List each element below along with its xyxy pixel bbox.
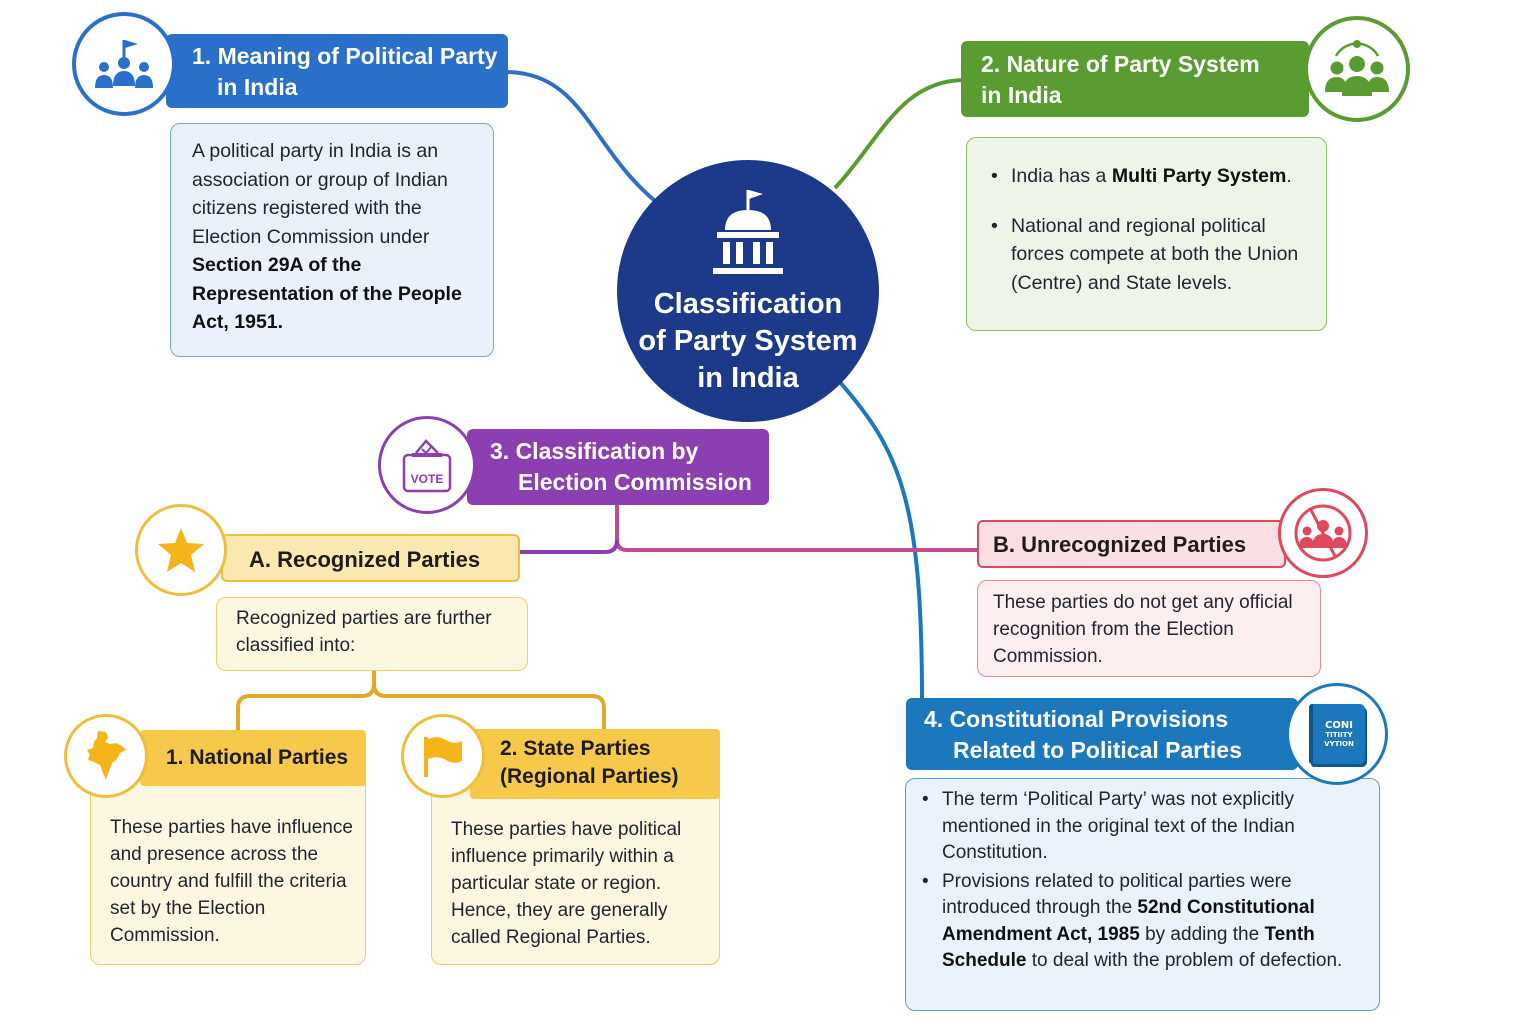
section1-text: A political party in India is an associa…: [192, 140, 448, 248]
section1-text-box: A political party in India is an associa…: [170, 123, 494, 357]
recognized-text-box: Recognized parties are further classifie…: [216, 597, 528, 671]
vote-label: VOTE: [410, 472, 444, 486]
section2-text-box: India has a Multi Party System. National…: [966, 137, 1327, 331]
recognized-title-text: A. Recognized Parties: [249, 547, 481, 572]
section1-icon-circle: [72, 12, 176, 116]
flag-icon: [424, 737, 462, 777]
unrecognized-title-text: B. Unrecognized Parties: [993, 532, 1247, 557]
section3-title-line: 3. Classification by: [490, 438, 699, 464]
people-flag-icon: [95, 40, 153, 88]
center-title: Classification of Party System in India: [638, 286, 857, 397]
section4-bullet2-end: to deal with the problem of defection.: [1026, 950, 1343, 971]
section2-bullet1-bold: Multi Party System: [1111, 165, 1287, 187]
section1-title: 1. Meaning of Political Party in India: [166, 34, 508, 108]
unrecognized-title: B. Unrecognized Parties: [977, 520, 1286, 568]
section4-bullets: The term ‘Political Party’ was not expli…: [922, 787, 1371, 975]
unrecognized-text-box: These parties do not get any official re…: [977, 580, 1321, 677]
book-text-line: CONI: [1325, 719, 1353, 731]
recognized-title: A. Recognized Parties: [221, 534, 520, 582]
section2-title-line: 2. Nature of Party System: [981, 51, 1260, 77]
center-title-line: of Party System: [638, 324, 858, 357]
section2-title-line: in India: [981, 82, 1062, 108]
center-node: Classification of Party System in India: [617, 160, 879, 422]
section4-text-box: The term ‘Political Party’ was not expli…: [905, 778, 1380, 1011]
no-group-icon: [1294, 504, 1352, 562]
national-icon-circle: [64, 714, 148, 798]
star-icon: [158, 528, 204, 572]
group-icon: [1325, 40, 1389, 96]
connector-section3-down: [615, 500, 980, 552]
section4-bullet2-mid: by adding the: [1139, 923, 1265, 945]
section4-bullet2-text: Provisions related to political parties …: [942, 870, 1292, 919]
section4-title: 4. Constitutional Provisions Related to …: [906, 698, 1298, 770]
state-icon-circle: [401, 714, 485, 798]
ballot-box-icon: [402, 439, 452, 493]
section2-bullet1-text: India has a: [1011, 165, 1112, 187]
section2-bullet1-end: .: [1286, 165, 1292, 187]
section4-title-line: Related to Political Parties: [953, 737, 1242, 763]
state-text: These parties have political influence p…: [451, 819, 682, 948]
recognized-icon-circle: [135, 504, 227, 596]
center-title-line: in India: [697, 361, 799, 394]
state-title-line: 2. State Parties: [500, 737, 651, 760]
national-title-text: 1. National Parties: [166, 746, 349, 769]
section4-bullet2-bold2: Tenth Schedule: [942, 923, 1315, 972]
national-title: 1. National Parties: [140, 730, 366, 786]
section1-text-bold: Section 29A of the Representation of the…: [192, 254, 462, 333]
state-title: 2. State Parties (Regional Parties): [470, 729, 720, 799]
recognized-text: Recognized parties are further classifie…: [236, 608, 492, 656]
section2-icon-circle: [1304, 16, 1410, 122]
section3-title-line: Election Commission: [518, 469, 752, 495]
section3-title: 3. Classification by Election Commission: [467, 429, 769, 505]
national-text: These parties have influence and presenc…: [110, 817, 353, 946]
section1-title-line: in India: [217, 74, 298, 100]
connector-split: [236, 670, 606, 730]
section4-bullet2-bold1: 52nd Constitutional Amendment Act, 1985: [942, 897, 1315, 945]
constitution-book-icon: CONI TITIITY VYTION: [1309, 704, 1365, 764]
unrecognized-icon-circle: [1278, 488, 1368, 578]
state-title-line: (Regional Parties): [500, 765, 679, 788]
section2-bullet-1: India has a Multi Party System.: [991, 162, 1310, 191]
book-text-line: VYTION: [1324, 739, 1354, 748]
section4-bullet1-text: The term ‘Political Party’ was not expli…: [942, 789, 1295, 863]
section2-title: 2. Nature of Party System in India: [961, 41, 1309, 117]
section4-title-line: 4. Constitutional Provisions: [924, 706, 1229, 732]
book-text-line: TITIITY: [1325, 730, 1353, 739]
section3-icon-circle: VOTE: [378, 416, 476, 514]
section1-title-line: 1. Meaning of Political Party: [192, 43, 498, 69]
section4-bullet-2: Provisions related to political parties …: [922, 869, 1371, 975]
unrecognized-text: These parties do not get any official re…: [993, 592, 1293, 667]
center-title-line: Classification: [653, 287, 843, 320]
section4-bullet-1: The term ‘Political Party’ was not expli…: [922, 787, 1371, 867]
connector-section1: [504, 70, 662, 207]
section2-bullets: India has a Multi Party System. National…: [991, 162, 1310, 298]
section2-bullet2-text: National and regional political forces c…: [1011, 214, 1299, 294]
section2-bullet-2: National and regional political forces c…: [991, 212, 1310, 298]
section4-icon-circle: CONI TITIITY VYTION: [1286, 683, 1388, 785]
india-map-icon: [87, 731, 126, 780]
connector-section2: [833, 78, 966, 190]
parliament-icon: [713, 189, 783, 274]
connector-recognized: [520, 539, 619, 554]
connector-section4: [836, 378, 924, 701]
